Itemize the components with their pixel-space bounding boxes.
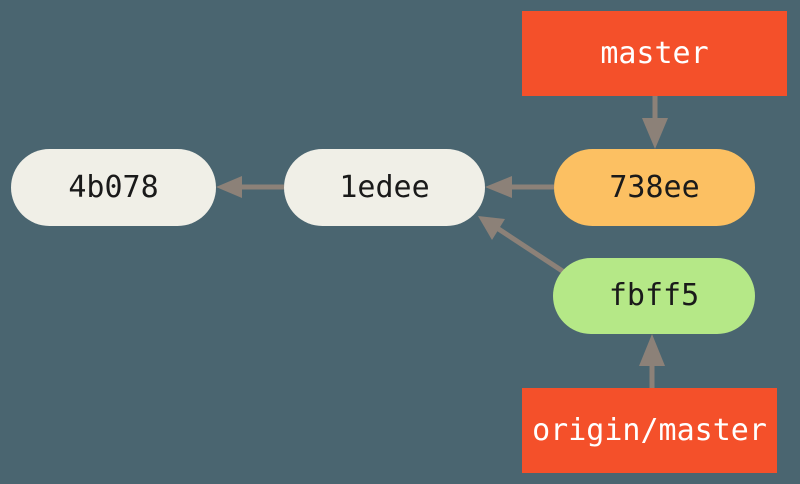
branch-label-master-text: master	[600, 35, 709, 71]
edge-1edee-to-4b078	[216, 176, 284, 198]
commit-node-738ee-text: 738ee	[609, 169, 700, 205]
commit-node-1edee[interactable]: 1edee	[284, 149, 485, 226]
edge-fbff5-to-1edee	[478, 216, 572, 279]
edge-master-to-738ee	[642, 96, 668, 149]
commit-node-4b078[interactable]: 4b078	[11, 149, 216, 226]
commit-node-1edee-text: 1edee	[339, 169, 430, 205]
commit-node-4b078-text: 4b078	[68, 169, 159, 205]
commit-node-fbff5[interactable]: fbff5	[553, 258, 755, 334]
branch-label-master[interactable]: master	[522, 11, 787, 96]
branch-label-origin-master[interactable]: origin/master	[522, 388, 777, 473]
branch-label-origin-master-text: origin/master	[532, 412, 767, 448]
edge-origin-master-to-fbff5	[639, 334, 665, 388]
commit-node-fbff5-text: fbff5	[608, 278, 700, 313]
edge-738ee-to-1edee	[485, 176, 554, 198]
commit-node-738ee[interactable]: 738ee	[554, 149, 755, 226]
